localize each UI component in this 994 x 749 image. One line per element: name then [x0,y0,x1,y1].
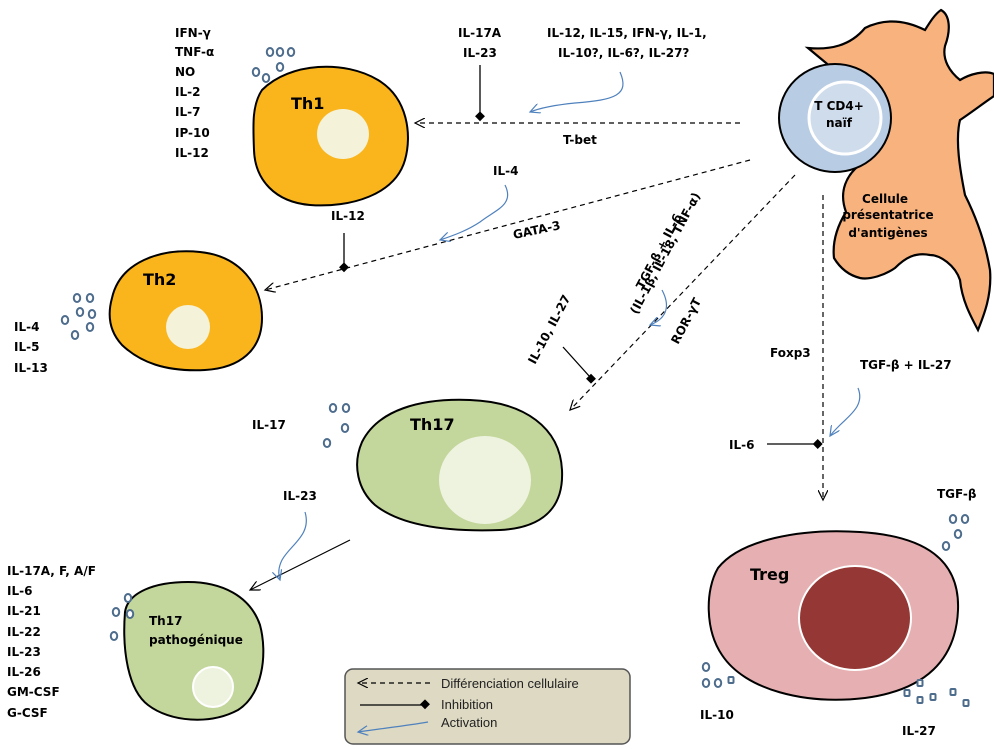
th2-inhibition-diamond [339,262,349,273]
arrow-naive-to-th17 [570,174,796,410]
th1-cytokine: IFN-γ [175,26,211,40]
th17p-cytokine-list: IL-17A, F, A/F IL-6 IL-21 IL-22 IL-23 IL… [7,564,96,720]
th1-cytokine: IP-10 [175,126,210,140]
th17p-cytokine: IL-6 [7,584,32,598]
th17-inhibition-line [562,346,591,378]
th1-factor: T-bet [563,133,597,147]
apc-label-line3: d'antigènes [848,226,927,240]
th1-activators-2: IL-10?, IL-6?, IL-27? [558,46,689,60]
treg-il10-label: IL-10 [700,708,734,722]
th1-label: Th1 [291,94,324,113]
th1-activation-curve [530,71,624,112]
arrow-th17-to-th17p [250,539,351,590]
th17p-label-line1: Th17 [149,614,182,628]
treg-nucleus [798,565,912,671]
th17-inhibitor: IL-10, IL-27 [525,292,573,366]
th17p-activator: IL-23 [283,489,317,503]
th17p-nucleus [192,666,234,708]
th2-nucleus [166,305,210,349]
apc-label-line1: Cellule [862,192,908,206]
legend-activation-label: Activation [441,715,497,730]
treg-inhibition-diamond [812,439,823,449]
th1-cytokine-list: IFN-γ TNF-α NO IL-2 IL-7 IP-10 IL-12 [175,26,214,160]
th1-inhibitor-1: IL-17A [458,26,502,40]
th17p-cytokine: IL-22 [7,625,41,639]
apc-label-line2: présentatrice [842,208,933,222]
legend-differentiation-label: Différenciation cellulaire [441,676,579,691]
th17p-label-line2: pathogénique [149,633,243,647]
naive-t-nucleus [807,80,883,156]
th1-cytokine: IL-2 [175,85,200,99]
th17p-activation-curve [279,511,307,580]
legend-box [344,668,631,745]
th1-inhibition-diamond [475,111,485,122]
treg-inhibitor: IL-6 [729,438,754,452]
treg-tgf-cytokine-icons [941,514,970,551]
treg-il10-cytokine-icons [701,662,735,688]
th17-nucleus [439,436,531,524]
th17p-cytokine: IL-17A, F, A/F [7,564,96,578]
th1-nucleus [317,109,369,159]
legend-inhibition-label: Inhibition [441,697,493,712]
th2-label: Th2 [143,270,176,289]
th17p-cytokine: IL-21 [7,604,41,618]
th2-cytokine: IL-13 [14,361,48,375]
treg-label: Treg [750,565,789,584]
th1-cytokine: NO [175,65,195,79]
th1-cytokine: IL-12 [175,146,209,160]
th17-cytokine: IL-17 [252,418,286,432]
th17p-cytokine: G-CSF [7,706,48,720]
th17p-cytokine: IL-26 [7,665,41,679]
treg-activation-curve [830,387,861,436]
th17-inhibition-diamond [586,373,596,384]
treg-tgf-label: TGF-β [937,487,977,501]
th2-inhibitor: IL-12 [331,209,365,223]
th2-cytokine: IL-4 [14,320,39,334]
th17p-cytokine: IL-23 [7,645,41,659]
th17-cytokine-icons [322,403,351,448]
th2-activation-curve [440,184,509,240]
th2-cytokine-icons [60,293,97,340]
treg-il27-label: IL-27 [902,724,936,738]
th1-activators-1: IL-12, IL-15, IFN-γ, IL-1, [547,26,707,40]
legend-activation-line [358,721,429,732]
th1-cytokine: IL-7 [175,105,200,119]
th1-cytokine: TNF-α [175,45,214,59]
treg-factor: Foxp3 [770,346,811,360]
naive-label-line2: naïf [826,116,853,130]
th17-activation-curve [650,289,668,325]
th1-inhibitor-2: IL-23 [463,46,497,60]
th2-cytokine-list: IL-4 IL-5 IL-13 [14,320,48,375]
th2-activator: IL-4 [493,164,518,178]
treg-activator: TGF-β + IL-27 [860,358,952,372]
naive-label-line1: T CD4+ [814,99,864,113]
legend: Différenciation cellulaire Inhibition Ac… [344,668,631,745]
th17p-cell [123,580,265,721]
th17-label: Th17 [410,415,455,434]
th2-cytokine: IL-5 [14,340,39,354]
th17-factor: ROR-γT [668,295,704,346]
th17p-cytokine: GM-CSF [7,685,60,699]
